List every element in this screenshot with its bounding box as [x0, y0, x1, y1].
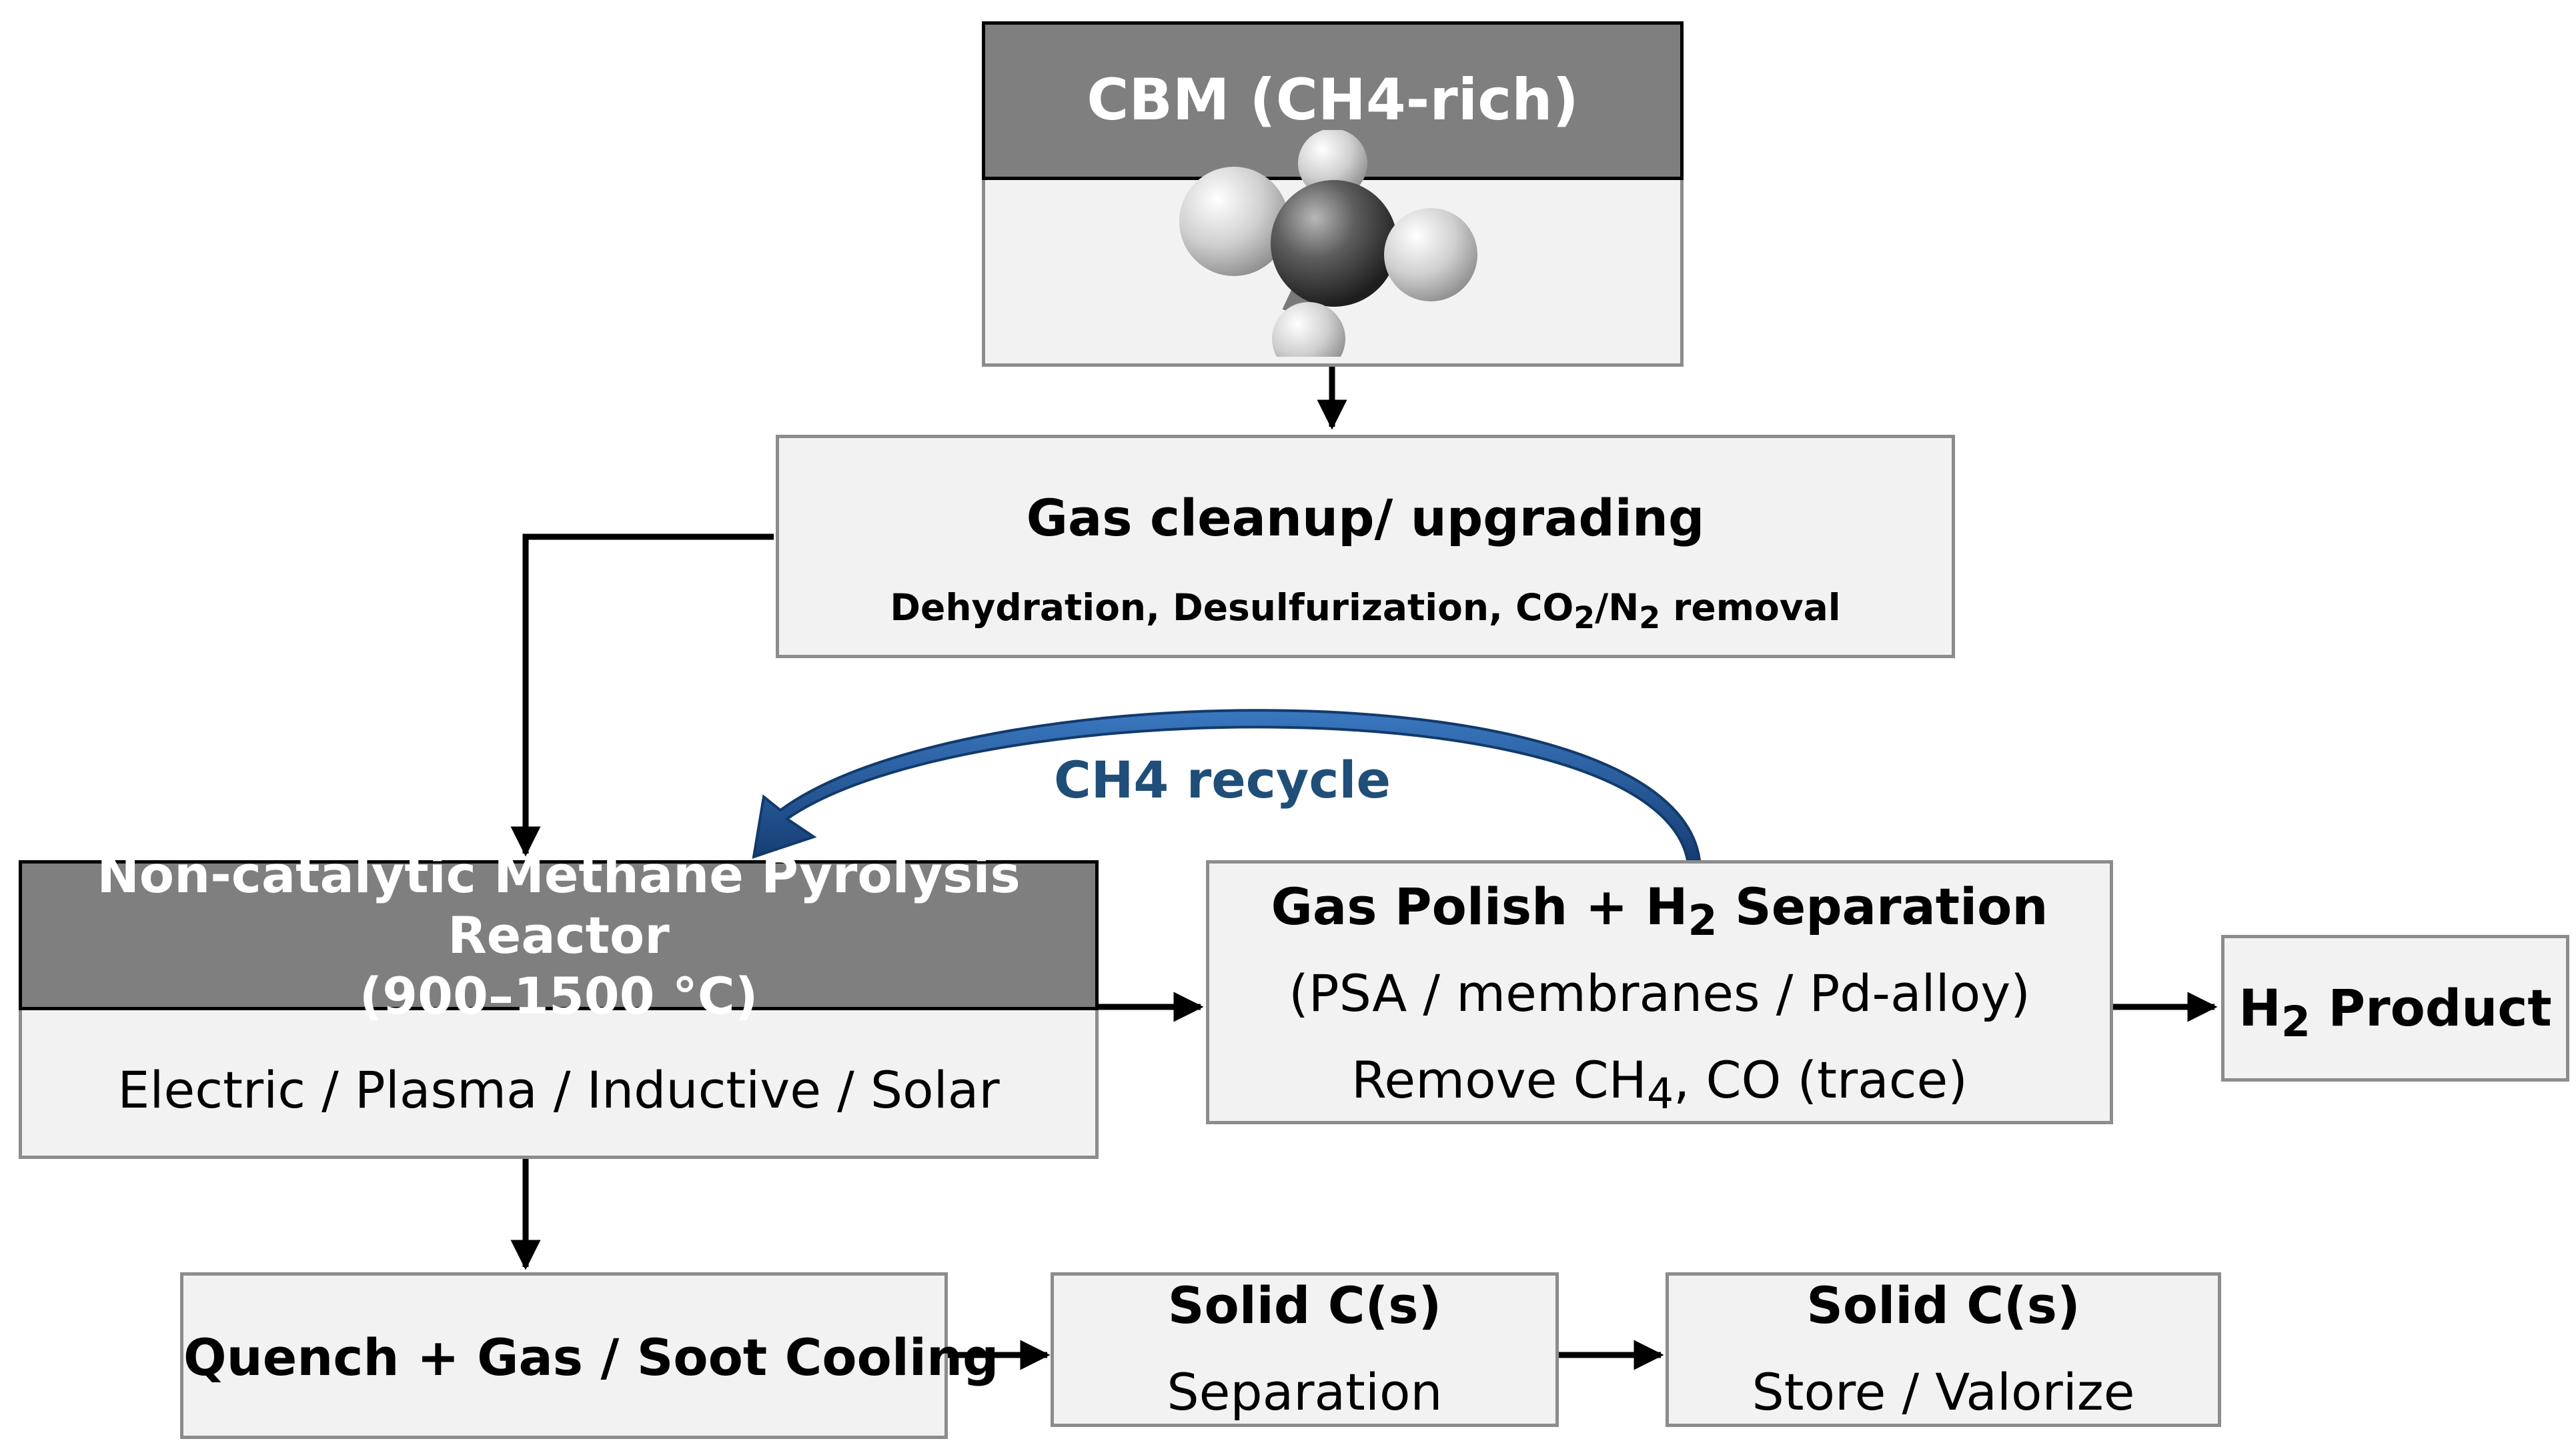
store-subtitle: Store / Valorize: [1752, 1362, 2135, 1422]
gas-polish-title: Gas Polish + H2 Separation: [1271, 877, 2048, 946]
separation-title: Solid C(s): [1167, 1276, 1442, 1335]
gas-cleanup-box: Gas cleanup/ upgrading Dehydration, Desu…: [776, 435, 1955, 658]
separation-subtitle: Separation: [1167, 1362, 1443, 1422]
quench-box: Quench + Gas / Soot Cooling: [180, 1272, 999, 1439]
gas-cleanup-title: Gas cleanup/ upgrading: [1026, 488, 1705, 547]
quench-label: Quench + Gas / Soot Cooling: [183, 1328, 999, 1387]
gas-polish-remove: Remove CH4, CO (trace): [1351, 1050, 1968, 1119]
reactor-header: Non-catalytic Methane Pyrolysis Reactor …: [19, 845, 1099, 1026]
gas-cleanup-subtitle: Dehydration, Desulfurization, CO2/N2 rem…: [890, 586, 1841, 635]
recycle-arrow: [752, 709, 1702, 862]
separation-box: Solid C(s) Separation: [1051, 1272, 1559, 1427]
h2-product-label: H2 Product: [2238, 978, 2552, 1047]
h2-product-box: H2 Product: [2221, 935, 2569, 1082]
arrow-cleanup-to-reactor: [510, 533, 774, 857]
methane-molecule-icon: [1179, 130, 1477, 357]
cbm-title: CBM (CH4-rich): [1087, 67, 1579, 134]
reactor-title-line1: Non-catalytic Methane Pyrolysis Reactor: [97, 844, 1021, 965]
gas-polish-box: Gas Polish + H2 Separation (PSA / membra…: [1206, 860, 2113, 1124]
reactor-methods: Electric / Plasma / Inductive / Solar: [117, 1060, 1000, 1120]
gas-polish-methods: (PSA / membranes / Pd-alloy): [1289, 964, 2030, 1023]
store-title: Solid C(s): [1806, 1276, 2080, 1335]
reactor-title-line2: (900–1500 °C): [359, 966, 758, 1026]
recycle-label: CH4 recycle: [1054, 750, 1391, 810]
store-box: Solid C(s) Store / Valorize: [1666, 1272, 2221, 1427]
